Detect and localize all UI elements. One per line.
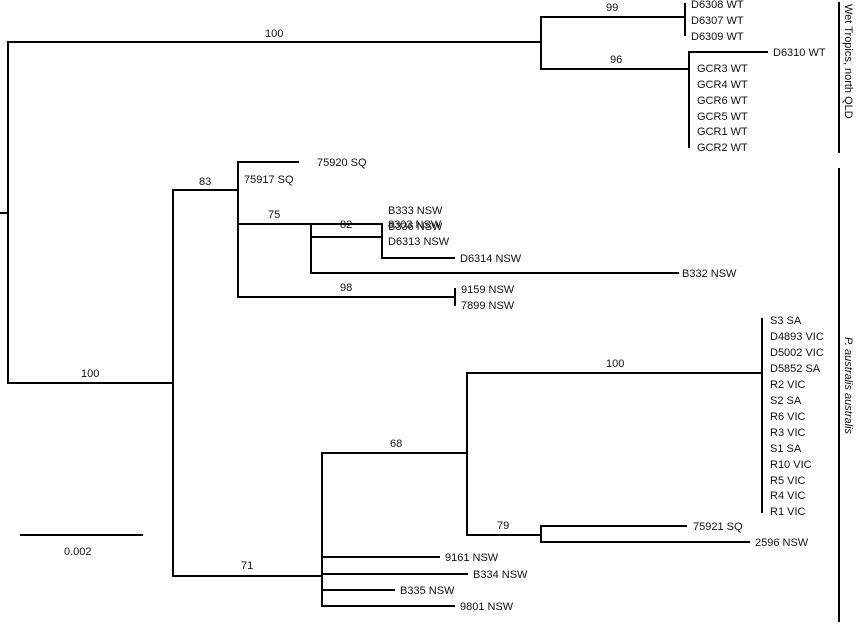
taxon-label: 9161 NSW [445,552,499,564]
taxon-label: B335 NSW [400,585,455,597]
taxon-label: D5002 VIC [770,347,824,359]
taxon-label: D6314 NSW [460,253,522,265]
taxon-label: GCR3 WT [697,63,748,75]
bootstrap-label: 100 [81,368,99,380]
taxon-label: R4 VIC [770,490,806,502]
bootstrap-label: 83 [199,176,211,188]
taxon-label: S3 SA [770,315,802,327]
bootstrap-label: 71 [241,560,253,572]
taxon-label: S2 SA [770,395,802,407]
bootstrap-label: 79 [497,520,509,532]
scale-bar-label: 0.002 [64,546,92,558]
taxon-label: R1 VIC [770,506,806,518]
bootstrap-label: 68 [390,438,402,450]
taxon-label: B333 NSW [388,205,443,217]
taxon-label: D6309 WT [691,31,744,43]
clade-label-south: P. australis australis [842,337,854,435]
clade-label-north: Wet Tropics, north QLD [842,4,854,119]
bootstrap-label: 82 [340,219,352,231]
taxon-label: R2 VIC [770,379,806,391]
taxon-label: D5852 SA [770,363,821,375]
taxon-label: R10 VIC [770,459,812,471]
taxon-label: GCR1 WT [697,126,748,138]
bootstrap-label: 100 [265,28,283,40]
taxon-label: GCR4 WT [697,79,748,91]
taxon-label: D6310 WT [773,47,826,59]
taxon-label: 8303 NSW [388,219,442,231]
taxon-label: 7899 NSW [461,300,515,312]
taxon-label: 9159 NSW [461,284,515,296]
bootstrap-label: 100 [606,358,624,370]
taxon-label: GCR5 WT [697,111,748,123]
bootstrap-label: 99 [606,2,618,14]
taxon-label: B334 NSW [473,569,528,581]
taxon-label: D6313 NSW [388,236,450,248]
bootstrap-label: 98 [340,282,352,294]
taxon-label: D6307 WT [691,15,744,27]
taxon-label: S1 SA [770,443,802,455]
taxon-label: D6308 WT [691,0,744,11]
taxon-label: GCR2 WT [697,142,748,154]
taxon-label: 9801 NSW [460,601,514,613]
bootstrap-label: 75 [268,209,280,221]
taxon-label: 75921 SQ [693,521,743,533]
bootstrap-label: 96 [610,54,622,66]
taxon-label: B336 NSW [388,221,443,233]
taxon-label: B332 NSW [682,268,737,280]
taxon-label: 75917 SQ [244,174,294,186]
taxon-label: 2596 NSW [755,537,809,549]
taxon-label: R6 VIC [770,411,806,423]
taxon-label: D4893 VIC [770,331,824,343]
taxon-label: 75920 SQ [317,157,367,169]
taxon-label: R3 VIC [770,427,806,439]
taxon-label: GCR6 WT [697,95,748,107]
taxon-label: R5 VIC [770,475,806,487]
